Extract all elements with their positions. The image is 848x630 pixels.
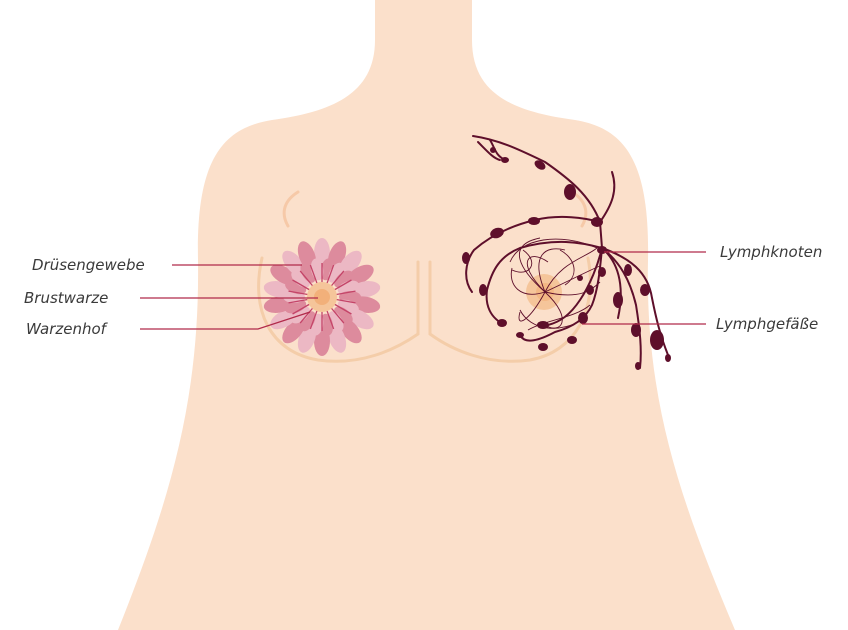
label-areola: Warzenhof bbox=[26, 320, 106, 338]
torso-silhouette bbox=[118, 0, 735, 630]
label-nipple: Brustwarze bbox=[24, 289, 108, 307]
label-lymph-vessels: Lymphgefäße bbox=[716, 315, 818, 333]
label-glandular-tissue: Drüsengewebe bbox=[32, 256, 145, 274]
label-lymph-nodes: Lymphknoten bbox=[720, 243, 822, 261]
left-nipple bbox=[314, 289, 330, 305]
